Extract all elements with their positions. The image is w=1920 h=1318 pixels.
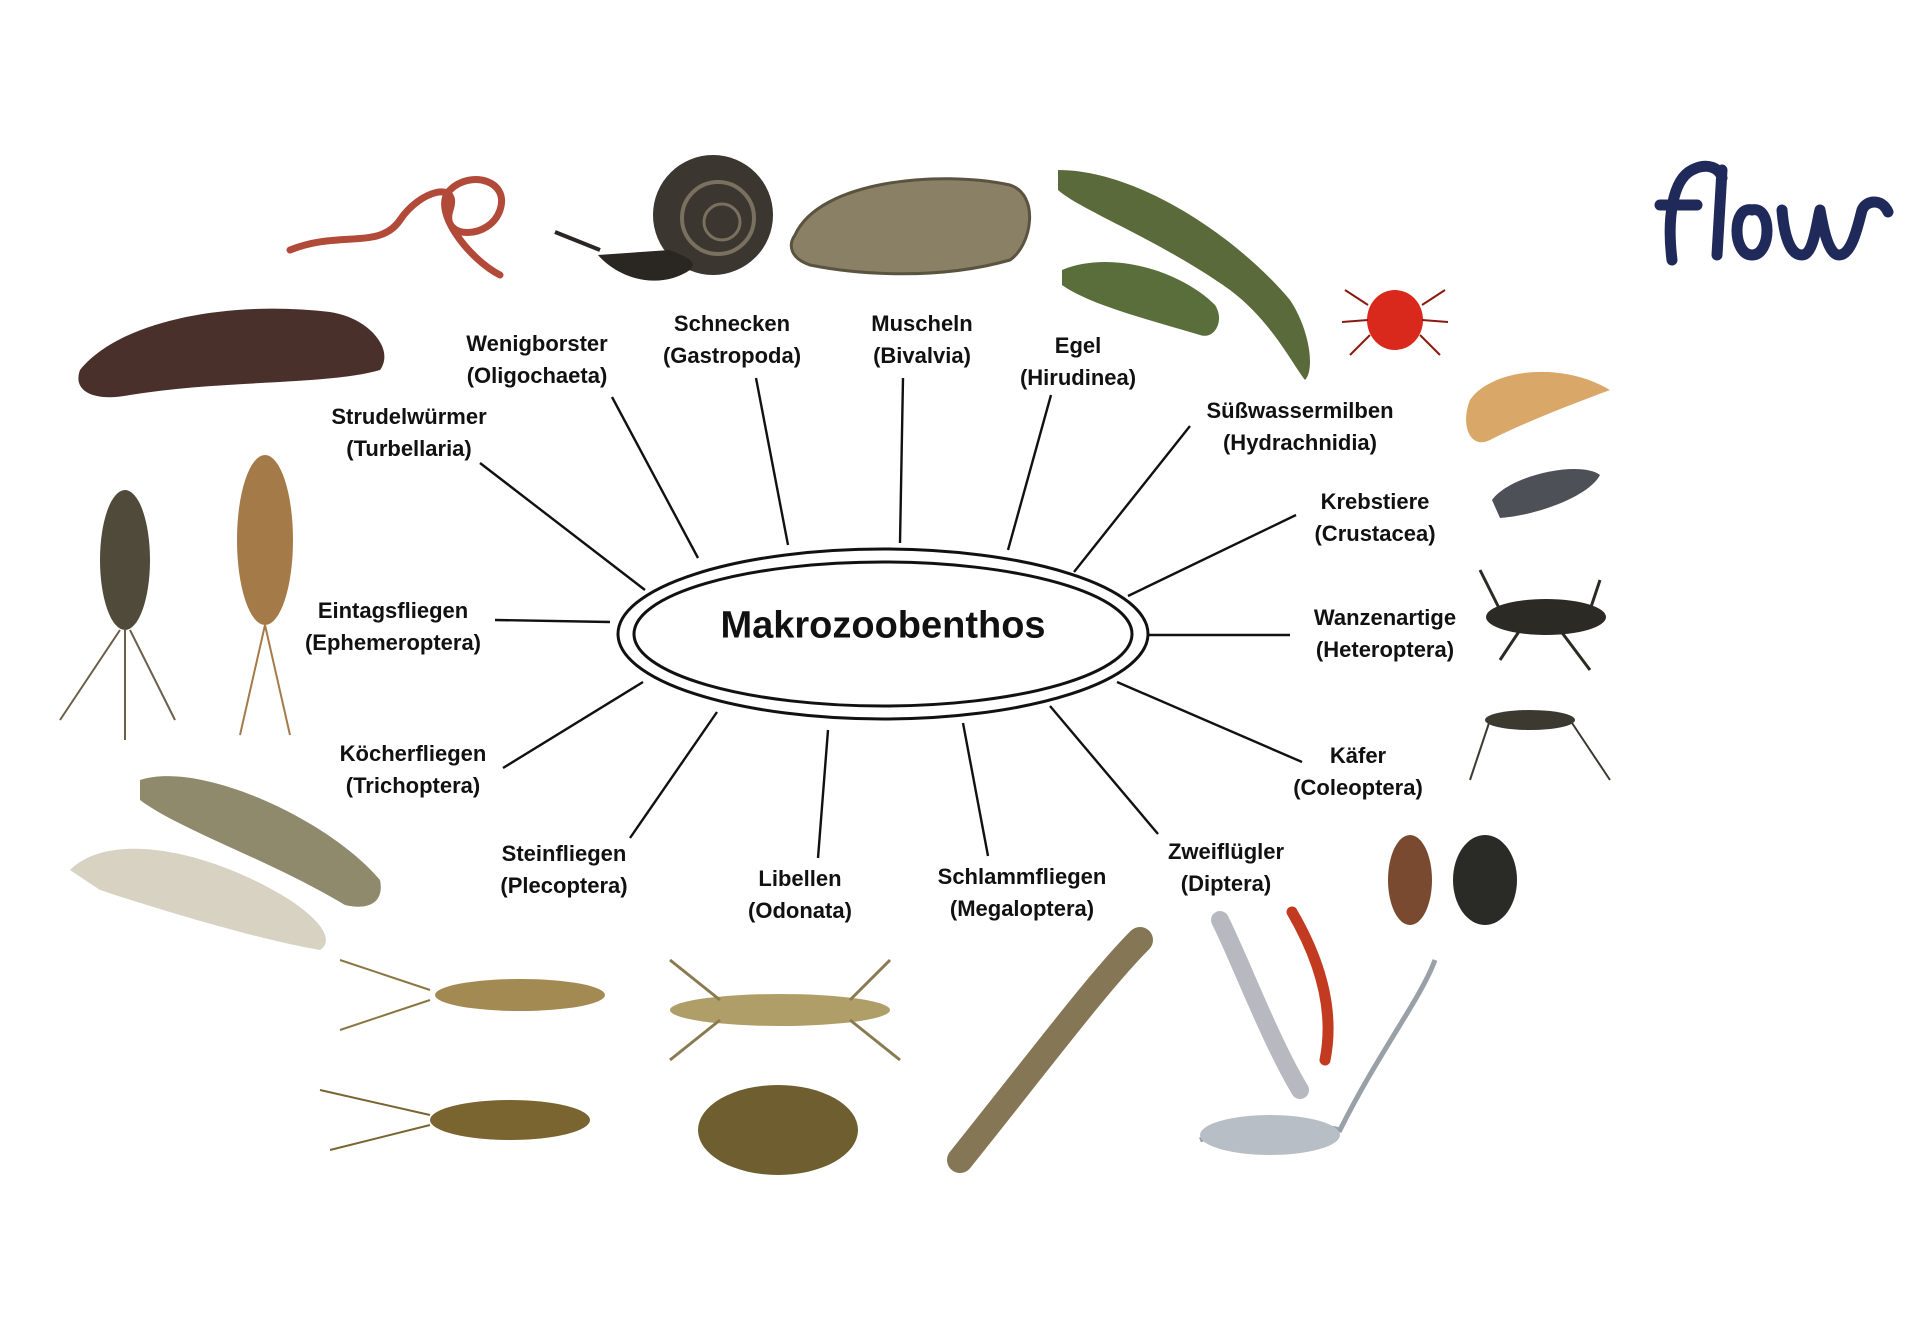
crustacea-illustration-shrimp: [1466, 371, 1610, 443]
turbellaria-illustration: [78, 308, 385, 398]
label-gastropoda-name: Schnecken: [673, 311, 791, 336]
connector-ephemeroptera: [494, 618, 611, 624]
trichoptera-illustration: [70, 776, 381, 950]
crustacea-illustration-isopod: [1492, 469, 1600, 518]
label-odonata-name: Libellen: [758, 866, 842, 891]
label-coleoptera-name: Käfer: [1329, 743, 1387, 768]
label-hydrachnidia: Süßwassermilben (Hydrachnidia): [1206, 395, 1393, 459]
label-crustacea-latin: (Crustacea): [1314, 521, 1436, 546]
connector-crustacea: [1127, 513, 1297, 598]
label-hydrachnidia-name: Süßwassermilben: [1206, 398, 1394, 423]
label-oligochaeta-latin: (Oligochaeta): [466, 363, 608, 388]
label-hydrachnidia-latin: (Hydrachnidia): [1222, 430, 1378, 455]
label-hirudinea-name: Egel: [1054, 333, 1102, 358]
label-hirudinea-latin: (Hirudinea): [1019, 365, 1137, 390]
label-turbellaria-latin: (Turbellaria): [346, 436, 472, 461]
gastropoda-illustration: [554, 155, 773, 281]
label-bivalvia-latin: (Bivalvia): [873, 343, 971, 368]
label-oligochaeta-name: Wenigborster: [466, 331, 608, 356]
label-plecoptera-name: Steinfliegen: [501, 841, 627, 866]
connector-hirudinea: [1006, 394, 1053, 551]
connector-odonata: [816, 729, 830, 859]
connector-diptera: [1049, 705, 1159, 835]
label-coleoptera-latin: (Coleoptera): [1293, 775, 1423, 800]
label-ephemeroptera: Eintagsfliegen (Ephemeroptera): [305, 595, 481, 659]
label-megaloptera-latin: (Megaloptera): [949, 896, 1095, 921]
label-odonata-latin: (Odonata): [748, 898, 852, 923]
diptera-illustration-white: [1211, 911, 1309, 1099]
center-ellipse-inner: [632, 560, 1134, 708]
connector-megaloptera: [961, 722, 990, 857]
center-title: Makrozoobenthos: [720, 604, 1046, 647]
label-megaloptera: Schlammfliegen (Megaloptera): [938, 861, 1107, 925]
label-ephemeroptera-name: Eintagsfliegen: [317, 598, 469, 623]
label-gastropoda-latin: (Gastropoda): [662, 343, 802, 368]
label-crustacea: Krebstiere (Crustacea): [1314, 486, 1435, 550]
label-crustacea-name: Krebstiere: [1320, 489, 1430, 514]
label-diptera-name: Zweiflügler: [1167, 839, 1285, 864]
label-heteroptera-latin: (Heteroptera): [1315, 637, 1455, 662]
label-hirudinea: Egel (Hirudinea): [1020, 330, 1136, 394]
label-diptera-latin: (Diptera): [1180, 871, 1272, 896]
label-turbellaria: Strudelwürmer (Turbellaria): [331, 401, 486, 465]
diptera-illustration-red: [1286, 906, 1334, 1066]
connector-plecoptera: [629, 711, 718, 839]
ephemeroptera-illustration: [59, 455, 293, 740]
label-megaloptera-name: Schlammfliegen: [937, 864, 1107, 889]
hirudinea-illustration-large: [1058, 170, 1310, 380]
label-heteroptera: Wanzenartige (Heteroptera): [1314, 602, 1456, 666]
label-trichoptera-name: Köcherfliegen: [339, 741, 487, 766]
hydrachnidia-illustration: [1341, 289, 1449, 356]
coleoptera-illustration-adult: [1453, 835, 1517, 925]
label-bivalvia-name: Muscheln: [871, 311, 973, 336]
plecoptera-illustration: [319, 959, 605, 1151]
connector-bivalvia: [898, 377, 905, 544]
connector-lines: [479, 377, 1303, 859]
bivalvia-illustration: [789, 177, 1032, 276]
hirudinea-illustration-small: [1062, 262, 1220, 336]
label-coleoptera: Käfer (Coleoptera): [1293, 740, 1423, 804]
heteroptera-illustration: [1469, 569, 1611, 781]
label-odonata: Libellen (Odonata): [748, 863, 852, 927]
label-ephemeroptera-latin: (Ephemeroptera): [304, 630, 482, 655]
flow-logo: [1654, 160, 1894, 266]
label-bivalvia: Muscheln (Bivalvia): [871, 308, 972, 372]
label-plecoptera: Steinfliegen (Plecoptera): [500, 838, 627, 902]
coleoptera-illustration-larva: [1388, 835, 1432, 925]
connector-gastropoda: [754, 377, 790, 546]
connector-turbellaria: [479, 462, 646, 591]
label-diptera: Zweiflügler (Diptera): [1168, 836, 1284, 900]
diptera-illustration-rat-body: [1200, 1115, 1340, 1155]
label-turbellaria-name: Strudelwürmer: [331, 404, 487, 429]
connector-trichoptera: [502, 680, 644, 770]
connector-hydrachnidia: [1073, 425, 1191, 573]
label-trichoptera: Köcherfliegen (Trichoptera): [340, 738, 487, 802]
label-plecoptera-latin: (Plecoptera): [500, 873, 628, 898]
label-trichoptera-latin: (Trichoptera): [345, 773, 481, 798]
oligochaeta-illustration: [286, 176, 506, 279]
label-oligochaeta: Wenigborster (Oligochaeta): [466, 328, 607, 392]
megaloptera-illustration: [947, 927, 1153, 1173]
label-gastropoda: Schnecken (Gastropoda): [663, 308, 801, 372]
odonata-illustration: [669, 958, 901, 1175]
connector-coleoptera: [1116, 680, 1303, 764]
connector-oligochaeta: [610, 396, 700, 559]
label-heteroptera-name: Wanzenartige: [1313, 605, 1457, 630]
